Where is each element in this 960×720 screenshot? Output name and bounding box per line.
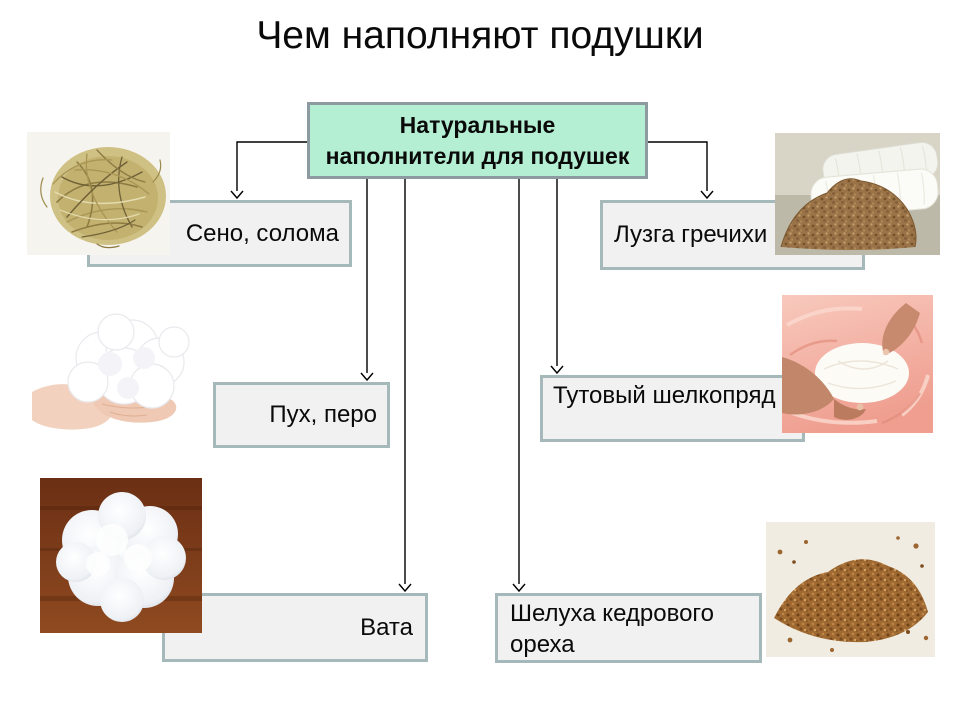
hay-straw-photo <box>27 132 170 255</box>
node-label: Шелуха кедрового ореха <box>510 600 714 658</box>
node-cedar-nut-husk: Шелуха кедрового ореха <box>495 593 762 663</box>
node-mulberry-silkworm: Тутовый шелкопряд <box>540 375 805 442</box>
node-label: Лузга гречихи <box>614 221 768 248</box>
node-label: Тутовый шелкопряд <box>553 382 776 409</box>
cotton-wool-ball-photo <box>40 478 202 633</box>
node-down-feather: Пух, перо <box>213 382 390 448</box>
page-title: Чем наполняют подушки <box>256 14 704 57</box>
down-feather-hands-photo <box>32 300 210 440</box>
node-label: Пух, перо <box>269 401 377 428</box>
node-cotton-wool: Вата <box>162 593 428 662</box>
root-node-natural-fillers: Натуральные наполнители для подушек <box>307 102 648 179</box>
buckwheat-husk-pillows-photo <box>775 133 940 255</box>
silkworm-silk-pink-fabric-photo <box>782 295 933 433</box>
node-label: Вата <box>360 613 413 641</box>
root-node-label: Натуральные наполнители для подушек <box>325 112 630 169</box>
cedar-nut-husk-photo <box>766 522 935 657</box>
node-label: Сено, солома <box>185 219 339 247</box>
